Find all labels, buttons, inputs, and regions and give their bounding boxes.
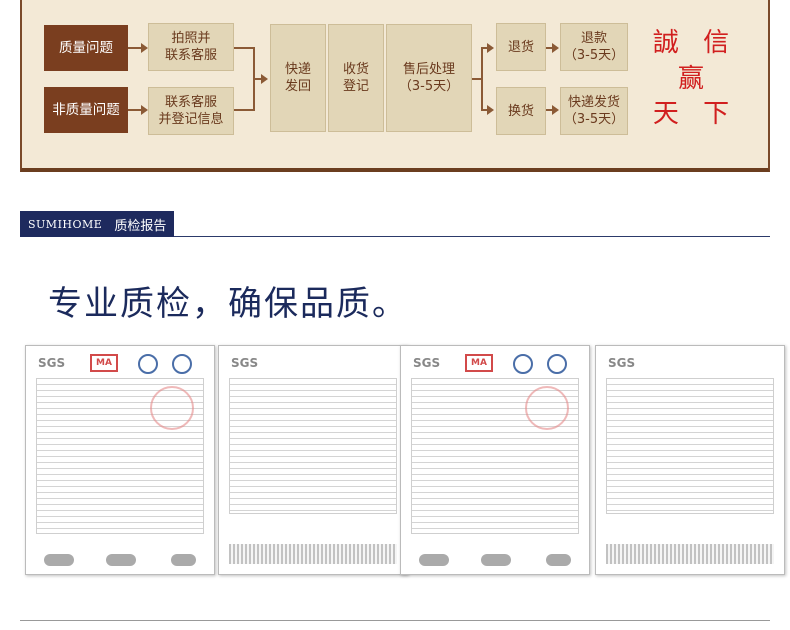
ma-badge: MA: [90, 354, 118, 372]
signature-icon: [44, 554, 74, 566]
sgs-logo: SGS: [608, 356, 636, 370]
photo-contact-step: 拍照并联系客服: [148, 23, 234, 71]
bottom-divider: [20, 620, 770, 621]
return-goods-step: 退货: [496, 23, 546, 71]
signature-icon: [546, 554, 571, 566]
fast-shipping-step: 快递发货（3-5天）: [560, 87, 628, 135]
cert-text-area: [606, 378, 774, 514]
signature-icon: [106, 554, 136, 566]
quality-issue-label: 质量问题: [44, 25, 128, 71]
cert-logo-icon: [172, 354, 192, 374]
certificate-image: SGS: [218, 345, 408, 575]
cert-text-area: [229, 378, 397, 514]
slogan-line-3: 天 下: [652, 99, 738, 129]
cert-logo-icon: [138, 354, 158, 374]
signature-icon: [419, 554, 449, 566]
ma-badge: MA: [465, 354, 493, 372]
sgs-logo: SGS: [231, 356, 259, 370]
exchange-goods-step: 换货: [496, 87, 546, 135]
receive-register-step: 收货登记: [328, 24, 384, 132]
slogan-line-1: 誠 信: [652, 28, 738, 58]
certificate-image: SGS MA: [400, 345, 590, 575]
section-divider: [20, 236, 770, 237]
cert-logo-icon: [513, 354, 533, 374]
red-stamp-icon: [150, 386, 194, 430]
section-label-en: SUMIHOME: [28, 217, 103, 231]
slogan-line-2: 赢: [677, 64, 712, 94]
certificate-image: SGS: [595, 345, 785, 575]
non-quality-issue-label: 非质量问题: [44, 87, 128, 133]
signature-icon: [481, 554, 511, 566]
after-sale-processing-step: 售后处理（3-5天）: [386, 24, 472, 132]
sgs-logo: SGS: [413, 356, 441, 370]
signature-icon: [171, 554, 196, 566]
refund-step: 退款（3-5天）: [560, 23, 628, 71]
express-return-step: 快递发回: [270, 24, 326, 132]
after-sales-flow-panel: 质量问题 非质量问题 拍照并联系客服 联系客服并登记信息 快递发回 收货登记 售…: [20, 0, 770, 172]
cert-footer-strip: [229, 544, 397, 564]
contact-register-step: 联系客服并登记信息: [148, 87, 234, 135]
cert-footer-strip: [606, 544, 774, 564]
red-stamp-icon: [525, 386, 569, 430]
section-label: SUMIHOME 质检报告: [20, 211, 174, 237]
section-label-cn: 质检报告: [114, 218, 167, 234]
certificate-image: SGS MA: [25, 345, 215, 575]
cert-logo-icon: [547, 354, 567, 374]
headline: 专业质检，确保品质。: [48, 284, 408, 324]
sgs-logo: SGS: [38, 356, 66, 370]
